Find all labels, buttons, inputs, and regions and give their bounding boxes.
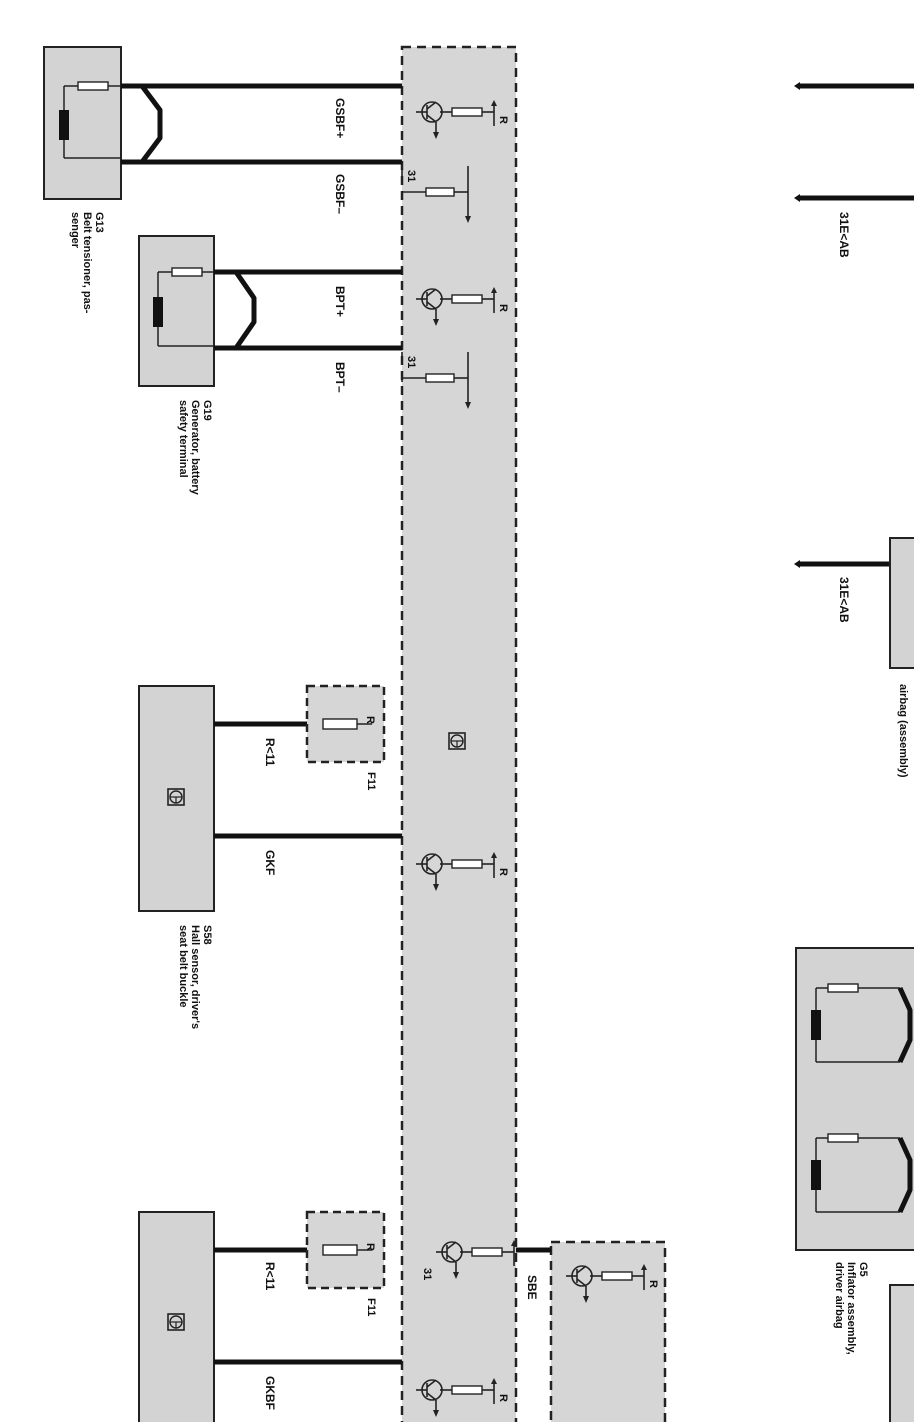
pin-31-1: 31: [405, 170, 417, 182]
pin-r-3: R: [497, 868, 509, 876]
pin-31-2: 31: [405, 356, 417, 368]
s58-desc-2: seat belt buckle: [177, 925, 189, 1008]
pin-r-f11-lower: R: [364, 1243, 376, 1251]
label-bpt-minus: BPT–: [333, 362, 347, 393]
f11-label-lower: F11: [365, 1298, 377, 1316]
g5-code: G5: [857, 1262, 869, 1277]
label-sbe: SBE: [525, 1275, 539, 1300]
rail-tip-1: [794, 82, 800, 90]
pin-r-1: R: [497, 116, 509, 124]
g13-desc-2: senger: [69, 212, 81, 249]
pin-31-3: 31: [421, 1268, 433, 1280]
g5-desc-2: driver airbag: [833, 1262, 845, 1329]
label-gsbf-plus: GSBF+: [333, 98, 347, 138]
label-gkbf: GKBF: [263, 1376, 277, 1410]
control-unit-housing: [400, 45, 518, 1422]
label-r-11-upper: R<11: [263, 738, 277, 767]
wire-g19-shield: [214, 269, 257, 350]
f11-fuse-upper: [305, 684, 386, 764]
wire-g5-shield-1: [897, 986, 913, 1064]
rail-tip-2: [794, 194, 800, 202]
s58-code: S58: [201, 925, 213, 945]
label-31e-upper: 31E<AB: [837, 212, 851, 258]
pin-r-5: R: [497, 1394, 509, 1402]
lower-hall-sensor: [138, 1211, 215, 1422]
g13-belt-tensioner: [43, 46, 122, 200]
wire-g13-shield: [121, 83, 163, 164]
g19-desc-2: safety terminal: [177, 400, 189, 478]
sbe-unit-housing: [549, 1240, 667, 1422]
airbag-assembly-partial: [889, 537, 914, 669]
pin-r-f11-upper: R: [364, 716, 376, 724]
pin-r-2: R: [497, 304, 509, 312]
g13-code: G13: [93, 212, 105, 233]
g19-desc-1: Generator, battery: [189, 400, 201, 496]
f11-label-upper: F11: [365, 772, 377, 790]
label-r-11-lower: R<11: [263, 1262, 277, 1291]
g13-desc-1: Belt tensioner, pas-: [81, 212, 93, 314]
airbag-partial-caption: airbag (assembly): [897, 684, 909, 778]
label-gsbf-minus: GSBF–: [333, 174, 347, 214]
rail-tip-3: [794, 560, 800, 568]
s58-desc-1: Hall sensor, driver's: [189, 925, 201, 1029]
g5-inflator-assembly: [795, 947, 914, 1251]
label-bpt-plus: BPT+: [333, 286, 347, 317]
lower-right-partial: [889, 1284, 914, 1422]
label-31e-middle: 31E<AB: [837, 577, 851, 623]
f11-fuse-lower: [305, 1210, 386, 1290]
label-gkf: GKF: [263, 850, 277, 875]
wire-g5-shield-2: [897, 1136, 913, 1214]
g19-code: G19: [201, 400, 213, 421]
g19-battery-safety-terminal: [138, 235, 215, 387]
s58-hall-sensor: [138, 685, 215, 912]
g5-desc-1: Inflator assembly,: [845, 1262, 857, 1355]
pin-r-4: R: [647, 1280, 659, 1288]
